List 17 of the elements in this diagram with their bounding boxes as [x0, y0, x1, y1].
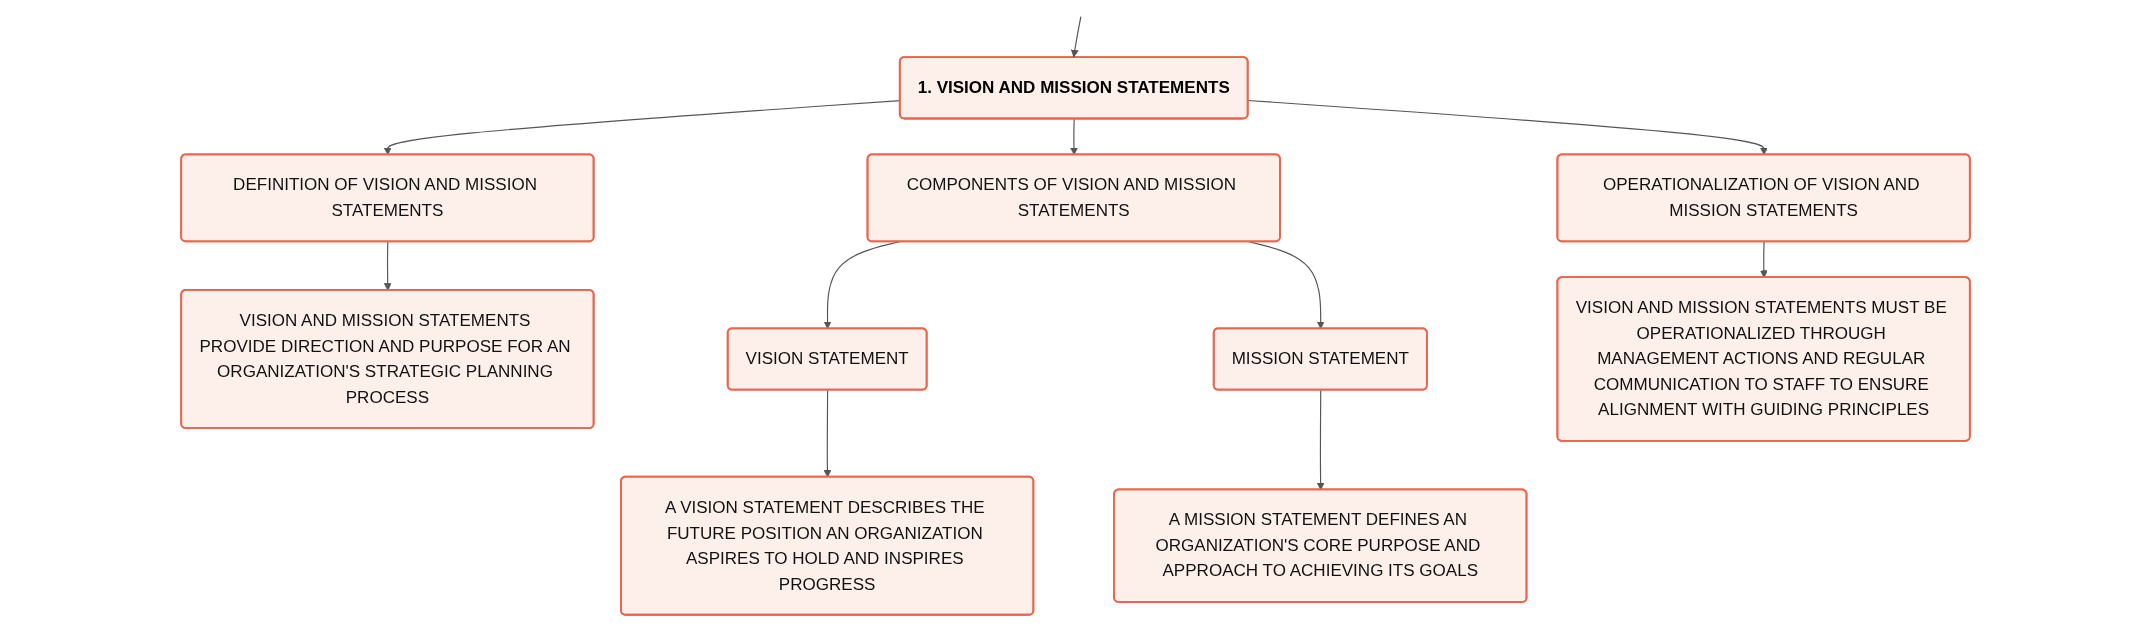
topic-box: VISION AND MISSION STATEMENTS MUST BE OPERATIONALIZED THROUGH MANAGEMENT ACTIONS AND REGULAR COMMUNICATION TO STAFF TO ENSURE ALIGNMENT WITH GUIDING PRINCIPLES — [1556, 276, 1971, 442]
topic-box: A MISSION STATEMENT DEFINES AN ORGANIZATION'S CORE PURPOSE AND APPROACH TO ACHIEVING ITS GOALS — [1113, 488, 1528, 603]
topic-box: DEFINITION OF VISION AND MISSION STATEMENTS — [180, 153, 595, 243]
arrow — [1070, 16, 1082, 58]
arrow — [1070, 118, 1078, 156]
topic-box: VISION AND MISSION STATEMENTS PROVIDE DIRECTION AND PURPOSE FOR AN ORGANIZATION'S STRATEGIC PLANNING PROCESS — [180, 289, 595, 429]
topic-box: VISION STATEMENT — [726, 327, 928, 391]
arrow — [1316, 389, 1325, 491]
arrow — [1759, 241, 1768, 278]
topic-box: OPERATIONALIZATION OF VISION AND MISSION STATEMENTS — [1556, 153, 1971, 243]
topic-box: COMPONENTS OF VISION AND MISSION STATEMENTS — [866, 153, 1281, 243]
arrow — [383, 241, 392, 291]
topic-box: A VISION STATEMENT DESCRIBES THE FUTURE POSITION AN ORGANIZATION ASPIRES TO HOLD AND INSPIRES PROGRESS — [620, 475, 1035, 616]
topic-box: MISSION STATEMENT — [1212, 327, 1428, 391]
topic-box: 1. VISION AND MISSION STATEMENTS — [898, 56, 1249, 120]
arrow — [1247, 99, 1768, 156]
arrow — [823, 389, 832, 478]
